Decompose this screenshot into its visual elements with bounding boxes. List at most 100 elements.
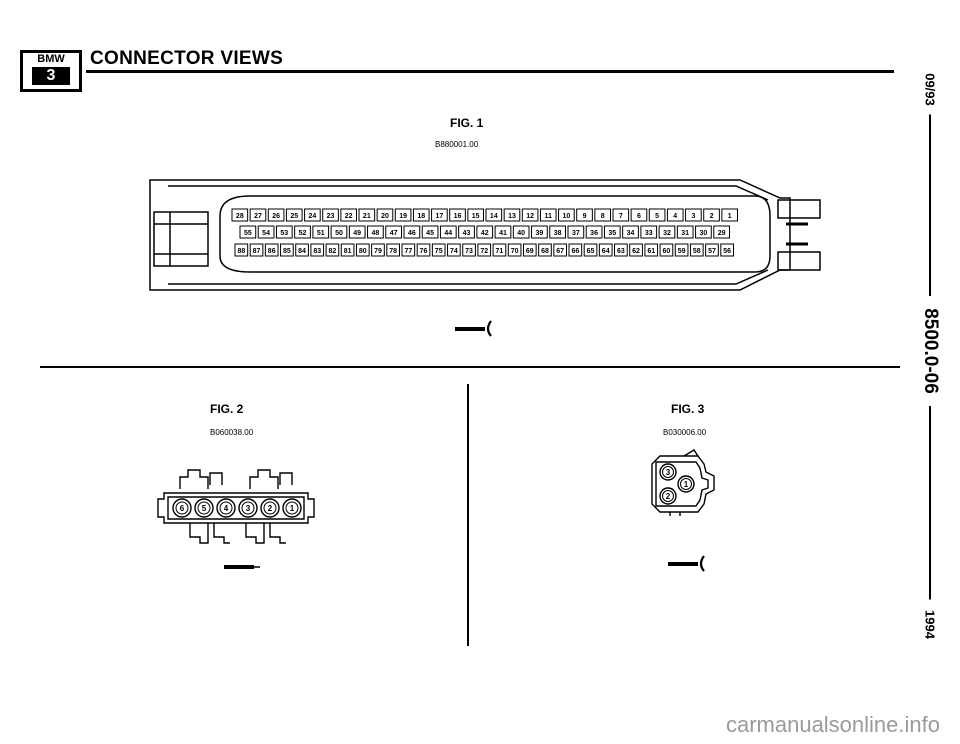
fig1-pin-label: 17 [435,213,443,220]
fig1-pin-label: 77 [404,248,412,255]
margin-date: 09/93 [915,64,945,115]
fig1-pin-label: 2 [710,213,714,220]
fig1-pin: 72 [477,243,492,257]
fig1-pin-label: 78 [389,248,397,255]
fig1-pin-label: 65 [587,248,595,255]
fig1-pin-label: 32 [663,230,671,237]
fig1-pin-label: 48 [372,230,380,237]
fig1-pin: 10 [558,208,575,222]
fig1-pin: 50 [330,225,348,239]
fig1-pin: 42 [476,225,494,239]
fig1-pin: 4 [666,208,684,222]
fig2-connector-symbol-icon [224,565,260,569]
fig1-pin-label: 16 [454,213,462,220]
fig1-pin-label: 60 [663,248,671,255]
fig3-connector: 312 [651,449,715,516]
fig1-pin: 3 [685,208,702,222]
fig1-pin: 17 [431,208,448,222]
fig1-pin-label: 62 [632,248,640,255]
fig1-pin: 30 [695,225,712,239]
fig1-pin: 88 [234,243,249,257]
fig3-pin: 2 [659,487,677,505]
fig1-pin: 64 [598,243,613,257]
fig1-pin-label: 50 [335,230,343,237]
fig1-pin-label: 30 [700,230,708,237]
fig1-connector-symbol-icon [455,320,492,337]
fig1-pin: 66 [568,243,583,257]
fig1-pin-label: 31 [681,230,689,237]
fig1-pin: 68 [538,243,552,257]
fig1-pin-label: 49 [353,230,361,237]
fig1-pin: 70 [507,243,522,257]
fig1-pin: 82 [325,243,340,257]
fig1-pin-label: 79 [374,248,382,255]
margin-year: 1994 [915,599,945,650]
fig1-pin-label: 1 [728,213,732,220]
fig1-pin-label: 3 [691,213,695,220]
fig1-pin-label: 14 [490,213,498,220]
fig1-pin-label: 69 [526,248,534,255]
fig1-pin-label: 63 [617,248,625,255]
fig1-pin: 9 [576,208,593,222]
fig1-pin: 84 [295,243,309,257]
fig2-pin: 6 [172,498,192,518]
margin-date-text: 09/93 [922,64,938,115]
fig1-pin: 45 [421,225,439,239]
fig1-pin: 73 [462,243,476,257]
fig1-pin-label: 76 [420,248,428,255]
fig1-pin-label: 23 [327,213,335,220]
fig1-pin: 61 [644,243,659,257]
logo-number: 3 [32,67,70,85]
fig2-pin: 5 [194,498,214,518]
fig1-pin: 85 [280,243,294,257]
fig1-pin-label: 11 [545,213,553,220]
fig1-pin-label: 57 [708,248,716,255]
fig1-pin-label: 67 [556,248,564,255]
fig1-pin-label: 15 [472,213,480,220]
fig1-pin: 1 [721,208,738,222]
fig1-pin-label: 40 [517,230,525,237]
fig1-pin: 34 [622,225,639,239]
fig1-pin-label: 7 [619,213,623,220]
fig1-pin-label: 33 [645,230,653,237]
fig1-pin-label: 70 [511,248,519,255]
fig1-pin: 53 [275,225,293,239]
fig3-pins: 312 [659,463,695,505]
fig1-pin: 63 [614,243,628,257]
watermark: carmanualsonline.info [725,712,940,737]
fig1-pin-label: 28 [236,213,244,220]
fig1-pin-label: 45 [426,230,434,237]
fig1-pin-label: 10 [562,213,570,220]
fig1-pin: 57 [705,243,719,257]
fig2-pin-label: 1 [290,504,295,513]
bmw-logo: BMW 3 [20,50,82,92]
fig1-pin-label: 19 [399,213,407,220]
fig2-pin: 3 [238,498,258,518]
fig1-pin: 76 [416,243,431,257]
fig1-pin-label: 81 [344,248,352,255]
fig2-code: B060038.00 [210,428,254,437]
page-title: CONNECTOR VIEWS [90,48,284,69]
fig1-pin-label: 6 [637,213,641,220]
fig1-pin-label: 88 [237,248,245,255]
fig1-pin-label: 34 [627,230,635,237]
fig1-pin-label: 54 [262,230,270,237]
fig1-pin: 58 [689,243,704,257]
fig3-pin: 1 [677,475,695,493]
fig1-pin-label: 68 [541,248,549,255]
fig1-pin: 29 [713,225,730,239]
fig1-pin: 67 [553,243,567,257]
fig1-pin: 21 [358,208,376,222]
fig1-pin: 78 [386,243,400,257]
fig3-pin: 3 [659,463,677,481]
fig1-pin-label: 61 [647,248,655,255]
fig1-pin-label: 9 [583,213,587,220]
fig1-pin: 36 [585,225,603,239]
fig1-pin-label: 84 [298,248,306,255]
fig1-pin-label: 37 [572,230,580,237]
fig1-pin: 46 [403,225,421,239]
fig1-pin-label: 12 [526,213,534,220]
fig1-pin: 56 [720,243,734,257]
fig2-pin: 2 [260,498,280,518]
fig1-pin: 31 [676,225,694,239]
